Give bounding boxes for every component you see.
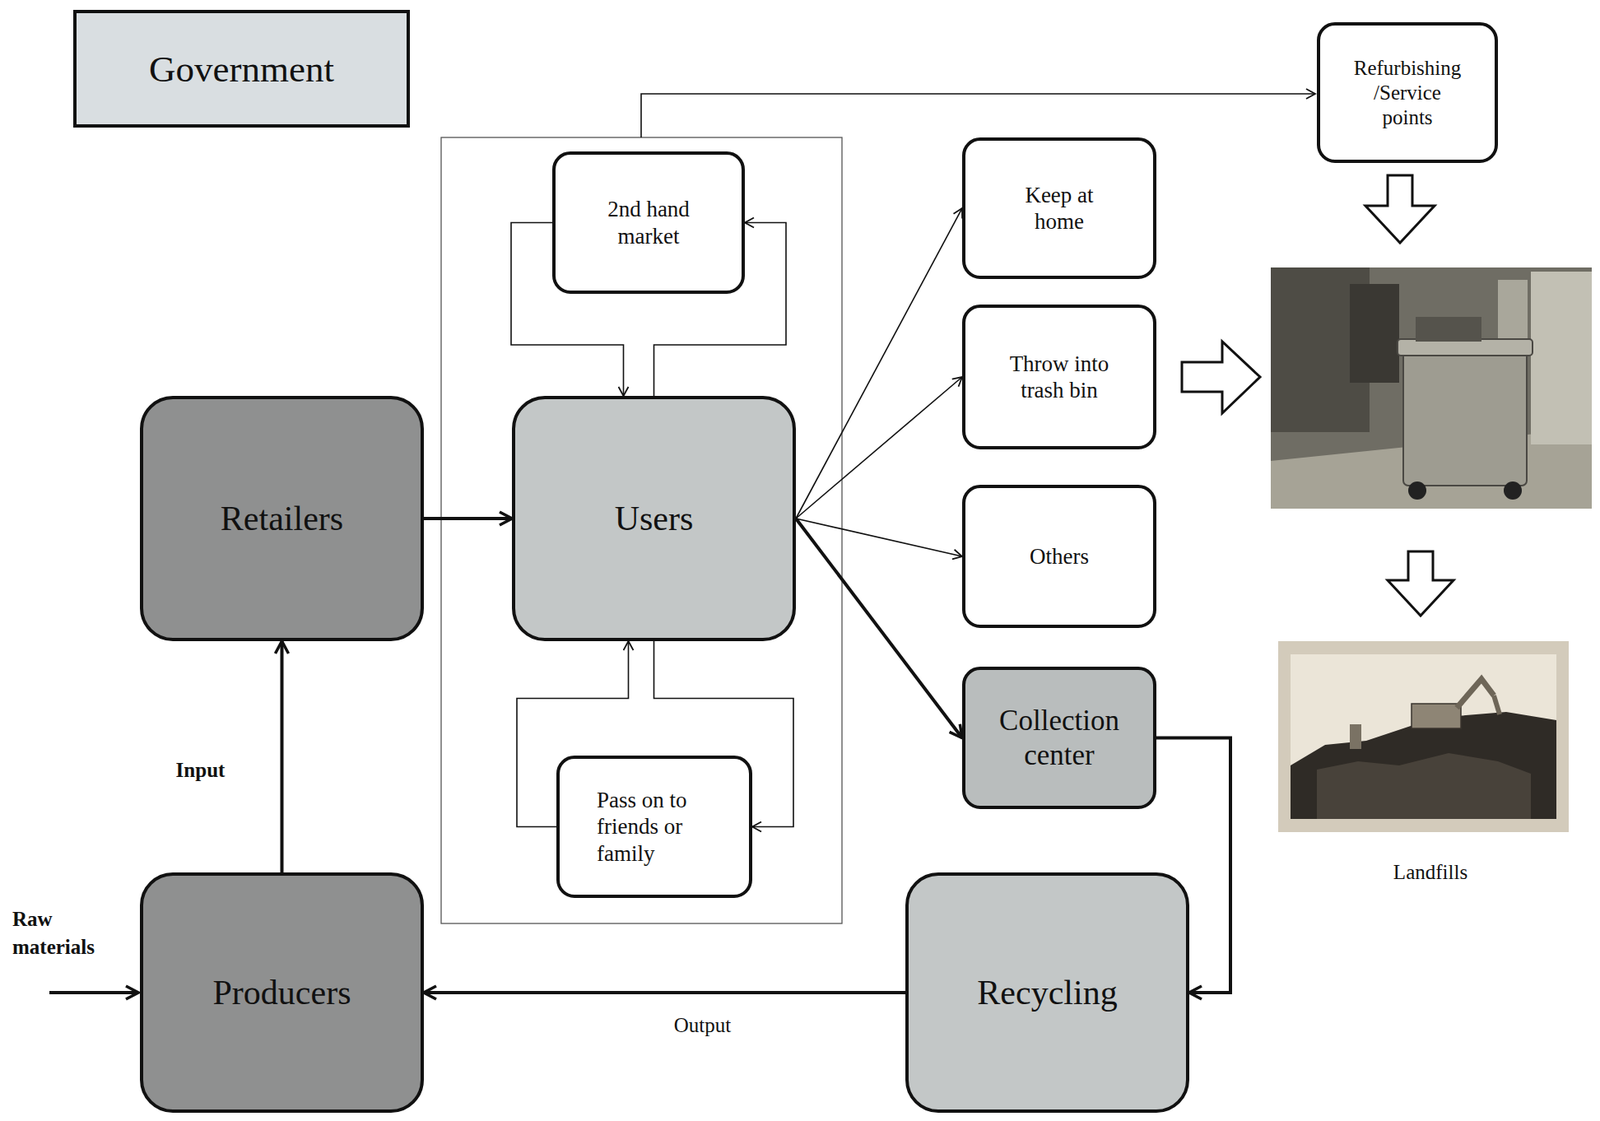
option-box: 2nd hand market	[552, 151, 745, 294]
photo-frame	[1278, 641, 1569, 833]
node-label: Collection center	[976, 703, 1142, 773]
node-label: Pass on to friends or family	[596, 786, 712, 867]
photo-sky	[1290, 654, 1557, 819]
text-group: Others	[1029, 543, 1089, 570]
text-group: Pass on to friends or family	[596, 786, 712, 867]
bin-top	[1415, 316, 1482, 342]
process-box: Recycling	[905, 872, 1190, 1113]
option-box: Pass on to friends or family	[556, 755, 753, 898]
actor-box: Retailers	[139, 395, 424, 642]
option-box: Throw into trash bin	[962, 304, 1157, 450]
group-frame	[441, 137, 842, 924]
text-group: Collection center	[976, 703, 1142, 773]
actor-box: Users	[511, 395, 796, 642]
flow-arrow	[516, 641, 629, 828]
node-label: Government	[148, 46, 335, 92]
flow-arrow	[654, 641, 795, 828]
flow-arrow	[795, 376, 963, 519]
flow-arrow	[795, 208, 963, 519]
flow-arrow	[423, 990, 906, 995]
input-label: Raw materials	[12, 905, 120, 962]
block-arrow	[1365, 175, 1435, 243]
trash-bin-photo	[1270, 267, 1592, 509]
input-arrow	[49, 990, 139, 995]
agency-box: Government	[73, 9, 410, 128]
text-group: Producers	[213, 972, 352, 1014]
photo-ground	[1270, 267, 1592, 509]
node-label: Keep at home	[1009, 181, 1109, 236]
excavator-arm	[1456, 679, 1494, 708]
text-group: Retailers	[220, 497, 344, 540]
node-label: Producers	[213, 972, 352, 1014]
text-group: Keep at home	[1009, 181, 1109, 236]
photo-door	[1349, 283, 1400, 383]
text-group: 2nd hand market	[590, 195, 707, 250]
text-group: Refurbishing /Service points	[1349, 55, 1466, 131]
bin-wheel	[1408, 481, 1427, 500]
flow-arrow	[511, 223, 624, 397]
actor-box: Producers	[139, 872, 424, 1113]
flow-arrow	[280, 641, 284, 873]
text-group: Users	[614, 497, 694, 540]
node-label: Refurbishing /Service points	[1349, 55, 1466, 131]
node-label: Retailers	[220, 497, 344, 540]
option-box: Others	[962, 484, 1157, 628]
block-arrow	[1181, 341, 1261, 414]
option-box: Keep at home	[962, 137, 1157, 280]
landfill-photo	[1278, 641, 1569, 833]
photo-panel	[1530, 271, 1592, 445]
excavator-body	[1411, 703, 1461, 729]
block-arrow	[1387, 551, 1454, 616]
service-box: Refurbishing /Service points	[1316, 22, 1498, 163]
flow-line	[641, 93, 1316, 138]
edge-label: Output	[671, 1013, 734, 1038]
edge-label: Input	[173, 758, 228, 783]
bin-body	[1403, 349, 1527, 486]
node-label: Recycling	[976, 972, 1117, 1014]
excavator-bucket	[1493, 695, 1500, 715]
text-group: Recycling	[976, 972, 1117, 1014]
text-group: Government	[148, 46, 335, 92]
node-label: Users	[614, 497, 694, 540]
node-label: Others	[1029, 543, 1089, 570]
process-box: Collection center	[962, 666, 1157, 810]
flow-arrow	[1156, 738, 1231, 994]
flow-arrow	[423, 516, 512, 521]
photo-caption: Landfills	[1393, 858, 1468, 887]
node-label: Throw into trash bin	[997, 350, 1121, 405]
waste-heap	[1316, 753, 1531, 819]
flow-arrow	[795, 518, 963, 739]
photo-post	[1349, 724, 1362, 749]
flow-arrow	[654, 223, 787, 397]
text-group: Throw into trash bin	[997, 350, 1121, 405]
bin-wheel	[1503, 481, 1522, 500]
node-label: 2nd hand market	[590, 195, 707, 250]
